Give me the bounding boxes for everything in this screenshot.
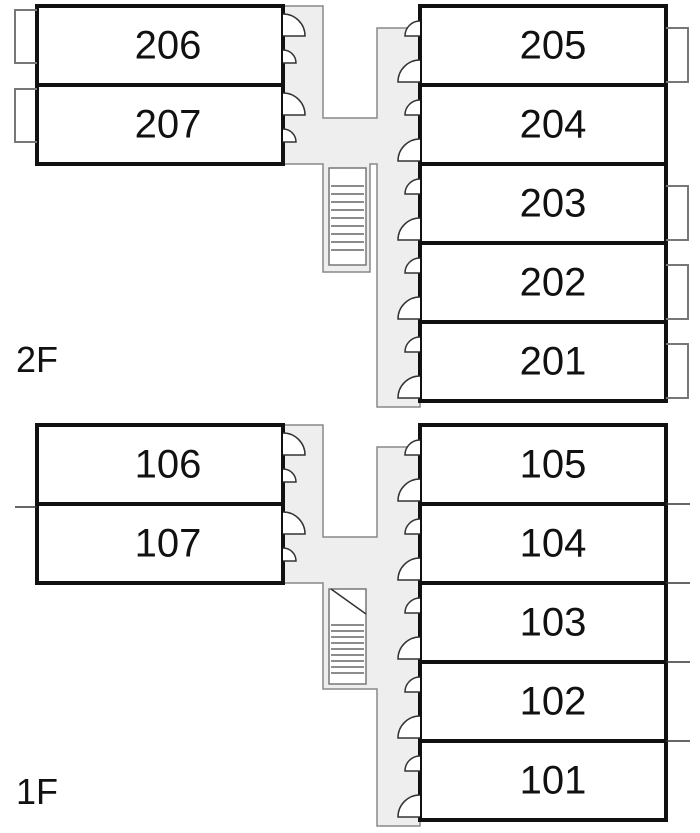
- room-103: 103: [397, 581, 690, 664]
- room-outline: [418, 581, 668, 664]
- room-105: 105: [397, 423, 668, 506]
- room-204: 204: [397, 83, 668, 166]
- door-icon: [282, 128, 297, 143]
- door-icon: [282, 511, 306, 535]
- door-icon: [397, 478, 421, 502]
- door-icon: [404, 178, 421, 195]
- floor-2f: 206 207 205 204 203 202 201 2F: [14, 4, 689, 408]
- floor-label: 2F: [16, 339, 58, 380]
- room-107: 107: [35, 502, 306, 585]
- room-outline: [418, 660, 668, 743]
- door-icon: [397, 794, 421, 818]
- door-icon: [404, 20, 421, 37]
- room-number: 107: [135, 522, 202, 566]
- room-number: 207: [135, 103, 202, 147]
- door-icon: [282, 92, 306, 116]
- room-number: 205: [520, 24, 587, 68]
- room-number: 102: [520, 680, 587, 724]
- room-outline: [418, 241, 668, 324]
- door-icon: [397, 715, 421, 739]
- room-outline: [35, 502, 285, 585]
- door-icon: [404, 257, 421, 274]
- room-number: 202: [520, 261, 587, 305]
- room-number: 203: [520, 182, 587, 226]
- balcony: [666, 27, 689, 83]
- staircase: [328, 588, 367, 685]
- door-icon: [404, 597, 421, 614]
- room-206: 206: [14, 4, 306, 87]
- room-outline: [418, 502, 668, 585]
- room-205: 205: [397, 4, 689, 87]
- door-icon: [397, 296, 421, 320]
- room-number: 103: [520, 601, 587, 645]
- room-number: 204: [520, 103, 587, 147]
- door-icon: [282, 547, 297, 562]
- room-number: 106: [135, 443, 202, 487]
- door-icon: [404, 518, 421, 535]
- stair-cut-line: [330, 588, 367, 615]
- door-icon: [282, 13, 306, 37]
- room-203: 203: [397, 162, 689, 245]
- room-outline: [35, 423, 285, 506]
- door-icon: [404, 99, 421, 116]
- room-106: 106: [35, 423, 306, 506]
- door-icon: [404, 336, 421, 353]
- door-icon: [397, 59, 421, 83]
- room-101: 101: [397, 739, 690, 822]
- balcony: [14, 88, 37, 143]
- room-outline: [418, 320, 668, 403]
- room-number: 101: [520, 759, 587, 803]
- door-icon: [397, 636, 421, 660]
- floor-1f: 106 107 105 104 103 102 101 1F: [15, 423, 690, 827]
- room-outline: [35, 4, 285, 87]
- room-outline: [418, 739, 668, 822]
- door-icon: [404, 755, 421, 772]
- balcony: [666, 185, 689, 241]
- door-icon: [282, 468, 297, 483]
- room-207: 207: [14, 83, 306, 166]
- room-202: 202: [397, 241, 689, 324]
- balcony: [666, 343, 689, 399]
- door-icon: [397, 557, 421, 581]
- door-icon: [282, 432, 306, 456]
- door-icon: [397, 375, 421, 399]
- stair-outline: [328, 167, 367, 266]
- door-icon: [404, 439, 421, 456]
- staircase: [328, 167, 367, 266]
- room-number: 105: [520, 443, 587, 487]
- door-icon: [397, 217, 421, 241]
- room-201: 201: [397, 320, 689, 403]
- room-outline: [418, 423, 668, 506]
- door-icon: [282, 49, 297, 64]
- floor-label: 1F: [16, 771, 58, 812]
- room-102: 102: [397, 660, 690, 743]
- balcony: [666, 264, 689, 320]
- room-104: 104: [397, 502, 690, 585]
- room-number: 201: [520, 340, 587, 384]
- room-outline: [35, 83, 285, 166]
- door-icon: [397, 138, 421, 162]
- room-number: 206: [135, 24, 202, 68]
- room-number: 104: [520, 522, 587, 566]
- door-icon: [404, 676, 421, 693]
- balcony: [14, 9, 37, 64]
